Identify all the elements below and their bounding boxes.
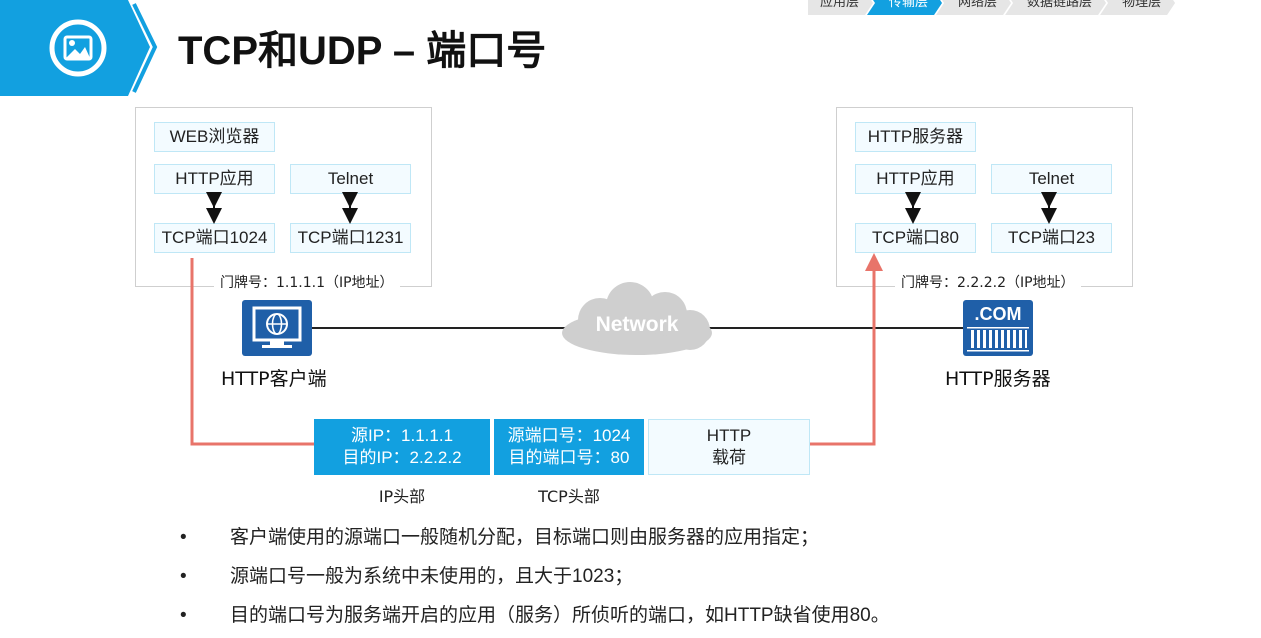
payload-line-2: 载荷: [712, 448, 746, 467]
ip-header-block: 源IP：1.1.1.1 目的IP：2.2.2.2: [314, 419, 490, 475]
page-title: TCP和UDP – 端口号: [178, 29, 547, 73]
tcp-source-port: 源端口号：1024: [507, 426, 631, 445]
server-com-icon: .COM: [963, 300, 1033, 356]
tcp-header-block: 源端口号：1024 目的端口号：80: [494, 419, 644, 475]
layer-tab-application[interactable]: 应用层: [808, 0, 873, 15]
layer-tab-physical[interactable]: 物理层: [1100, 0, 1175, 15]
server-device-label: HTTP服务器: [945, 368, 1051, 390]
payload-line-1: HTTP: [706, 426, 752, 445]
bullet-text: 客户端使用的源端口一般随机分配，目标端口则由服务器的应用指定；: [230, 527, 820, 548]
client-telnet-app: Telnet: [290, 164, 411, 194]
tcp-header-caption: TCP头部: [538, 487, 600, 506]
server-http-app: HTTP应用: [855, 164, 976, 194]
client-tcp-port-1231: TCP端口1231: [290, 223, 411, 253]
server-service-label: HTTP服务器: [855, 122, 976, 152]
bullet-list: • 客户端使用的源端口一般随机分配，目标端口则由服务器的应用指定； • 源端口号…: [180, 524, 1240, 638]
bullet-item: • 目的端口号为服务端开启的应用（服务）所侦听的端口，如HTTP缺省使用80。: [180, 602, 1240, 638]
client-computer-icon: [242, 300, 312, 356]
bullet-item: • 源端口号一般为系统中未使用的，且大于1023；: [180, 563, 1240, 602]
bullet-marker: •: [180, 566, 187, 587]
bullet-marker: •: [180, 527, 187, 548]
bullet-item: • 客户端使用的源端口一般随机分配，目标端口则由服务器的应用指定；: [180, 524, 1240, 563]
layer-tab-transport[interactable]: 传输层: [867, 0, 942, 15]
bullet-marker: •: [180, 605, 187, 626]
ip-source: 源IP：1.1.1.1: [350, 426, 454, 445]
http-payload-block: HTTP 载荷: [648, 419, 810, 475]
tcp-destination-port: 目的端口号：80: [508, 448, 630, 467]
ip-destination: 目的IP：2.2.2.2: [342, 448, 462, 467]
network-cloud: [562, 282, 712, 355]
image-icon: [49, 19, 107, 77]
layer-nav: 应用层 传输层 网络层 数据链路层 物理层: [808, 0, 1175, 15]
client-device-label: HTTP客户端: [221, 368, 327, 390]
packet-to-server-path: [810, 253, 883, 446]
server-tcp-port-80: TCP端口80: [855, 223, 976, 253]
ip-header-caption: IP头部: [378, 487, 426, 506]
client-browser-label: WEB浏览器: [154, 122, 275, 152]
layer-tab-datalink[interactable]: 数据链路层: [1005, 0, 1106, 15]
client-to-packet-path: [190, 258, 314, 446]
bullet-text: 目的端口号为服务端开启的应用（服务）所侦听的端口，如HTTP缺省使用80。: [230, 605, 890, 626]
server-device-text: .COM: [975, 304, 1022, 324]
network-label: Network: [596, 313, 679, 336]
layer-tab-network[interactable]: 网络层: [936, 0, 1011, 15]
client-house-number: 门牌号：1.1.1.1（IP地址）: [214, 272, 400, 292]
server-house-number: 门牌号：2.2.2.2（IP地址）: [895, 272, 1081, 292]
header-band: [0, 0, 158, 96]
bullet-text: 源端口号一般为系统中未使用的，且大于1023；: [230, 566, 634, 587]
client-http-app: HTTP应用: [154, 164, 275, 194]
